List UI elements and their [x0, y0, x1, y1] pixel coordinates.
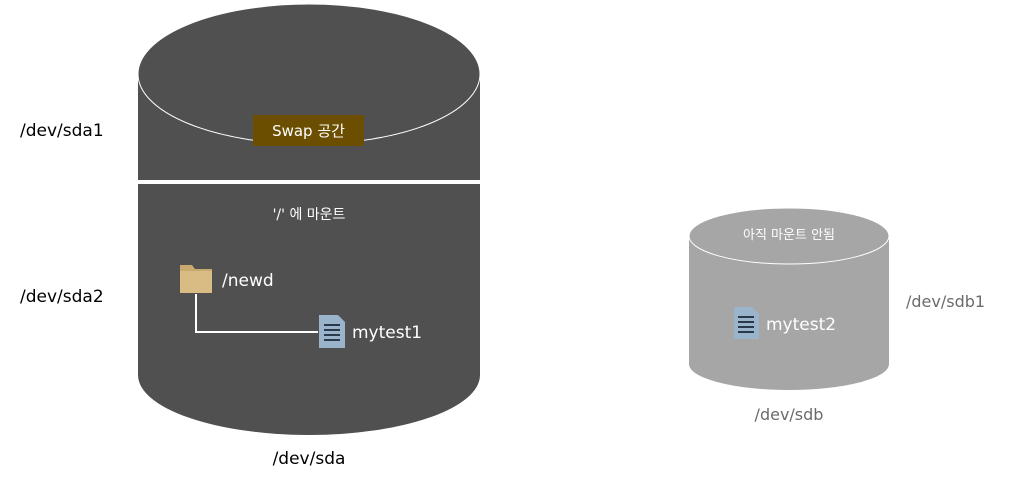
disk-sdb-label: /dev/sdb: [755, 405, 824, 424]
disk-sda-cylinder: [137, 3, 481, 435]
tree-connector-line: [195, 294, 318, 333]
file-mytest1-label: mytest1: [352, 323, 422, 343]
swap-badge-label: Swap 공간: [272, 122, 345, 140]
partition-sdb1-label: /dev/sdb1: [906, 292, 985, 311]
disk-sdb-body: [689, 236, 889, 390]
partition-sda1-label: /dev/sda1: [20, 121, 104, 141]
disk-sda-label: /dev/sda: [273, 449, 346, 469]
file-mytest2-label: mytest2: [766, 315, 836, 335]
partition-divider: [138, 180, 480, 184]
disk-sdb-status-label: 아직 마운트 안됨: [743, 228, 835, 243]
document-icon: [319, 315, 345, 348]
folder-icon: [180, 265, 212, 293]
folder-name-label: /newd: [222, 271, 274, 291]
sda2-mount-label: '/' 에 마운트: [273, 207, 346, 223]
swap-badge-box: [253, 115, 364, 146]
document-icon: [734, 307, 759, 339]
swap-badge: Swap 공간: [253, 115, 364, 146]
partition-sda2-label: /dev/sda2: [20, 287, 104, 307]
disk-sda-body: [138, 74, 480, 435]
disk-sdb-cylinder: [688, 207, 890, 390]
disk-sdb-top: [688, 207, 890, 265]
